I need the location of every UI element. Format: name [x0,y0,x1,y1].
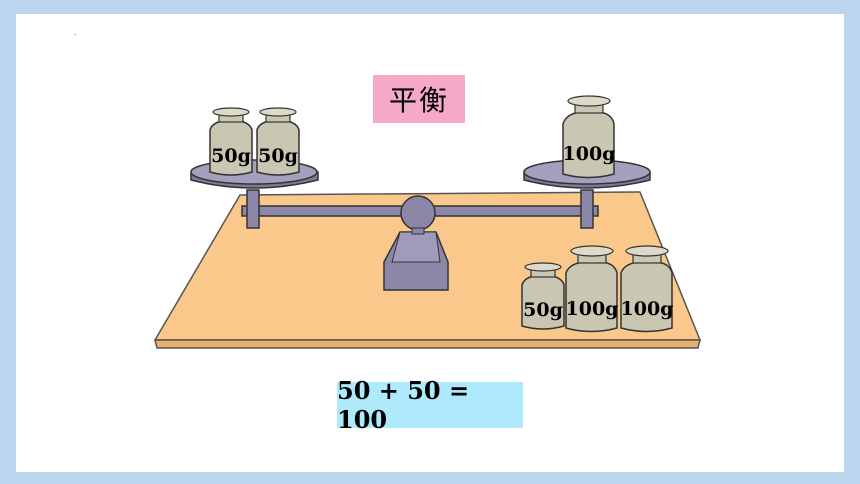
spare-weight-1: 50g [521,262,565,330]
balance-beam [241,189,599,235]
weight-label: 100g [566,298,619,320]
weight-label: 100g [621,298,674,320]
spare-weight-3: 100g [620,245,674,333]
weight-label: 100g [563,143,616,165]
weight-label: 50g [258,145,298,167]
weight-right-1: 100g [562,95,616,179]
equation-label: 50 + 50 = 100 [337,376,523,434]
weight-left-1: 50g [209,107,253,176]
spare-weight-2: 100g [565,245,619,333]
balance-title: 平衡 [373,75,465,123]
weight-left-2: 50g [256,107,300,176]
weight-label: 50g [523,299,563,321]
dot-mark: . [74,28,77,37]
weight-label: 50g [211,145,251,167]
balance-stand [383,231,449,291]
